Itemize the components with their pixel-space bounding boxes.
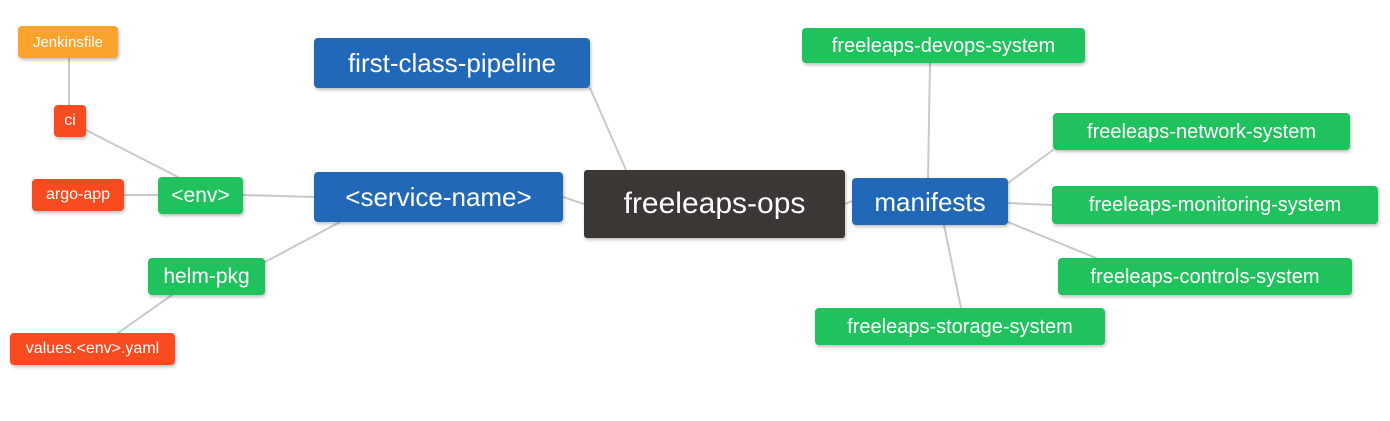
edge-manifests-to-freeleaps-network-system <box>1007 149 1054 184</box>
node-manifests[interactable]: manifests <box>852 178 1008 225</box>
edge-env-to-ci <box>85 129 179 178</box>
node-freeleaps-controls-system[interactable]: freeleaps-controls-system <box>1058 258 1352 295</box>
edge-manifests-to-freeleaps-devops-system <box>927 62 931 179</box>
edge-manifests-to-freeleaps-monitoring-system <box>1007 202 1053 206</box>
node-helm-pkg[interactable]: helm-pkg <box>148 258 265 295</box>
node-freeleaps-network-system[interactable]: freeleaps-network-system <box>1053 113 1350 150</box>
edge-manifests-to-freeleaps-controls-system <box>1007 221 1097 259</box>
node-jenkinsfile[interactable]: Jenkinsfile <box>18 26 118 58</box>
edge-freeleaps-ops-to-first-class-pipeline <box>589 87 627 171</box>
edge-helm-pkg-to-values-env-yaml <box>117 294 173 334</box>
edge-service-name-to-helm-pkg <box>264 221 341 263</box>
edge-service-name-to-env <box>242 194 315 198</box>
node-freeleaps-ops[interactable]: freeleaps-ops <box>584 170 845 238</box>
node-service-name[interactable]: <service-name> <box>314 172 563 222</box>
edge-manifests-to-freeleaps-storage-system <box>943 224 962 309</box>
node-env[interactable]: <env> <box>158 177 243 214</box>
node-first-class-pipeline[interactable]: first-class-pipeline <box>314 38 590 88</box>
node-freeleaps-storage-system[interactable]: freeleaps-storage-system <box>815 308 1105 345</box>
node-values-env-yaml[interactable]: values.<env>.yaml <box>10 333 175 365</box>
edge-freeleaps-ops-to-manifests <box>844 200 853 205</box>
node-ci[interactable]: ci <box>54 105 86 137</box>
node-freeleaps-monitoring-system[interactable]: freeleaps-monitoring-system <box>1052 186 1378 224</box>
node-freeleaps-devops-system[interactable]: freeleaps-devops-system <box>802 28 1085 63</box>
edge-freeleaps-ops-to-service-name <box>562 196 585 205</box>
node-argo-app[interactable]: argo-app <box>32 179 124 211</box>
